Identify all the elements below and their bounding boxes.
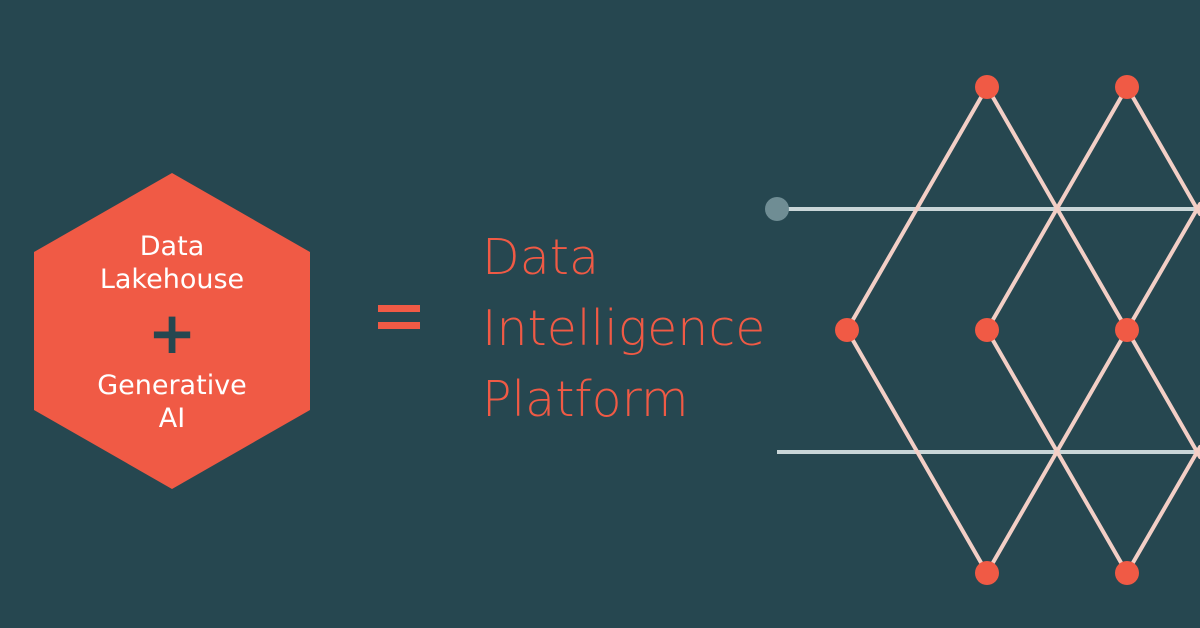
lattice-edge bbox=[1125, 85, 1200, 216]
result-line-intelligence: Intelligence bbox=[482, 300, 766, 357]
lattice-node bbox=[1115, 561, 1139, 585]
equals-top-bar bbox=[378, 305, 420, 312]
concept-hexagon: Data Lakehouse + Generative AI bbox=[34, 173, 310, 489]
result-line-data: Data bbox=[482, 229, 599, 286]
lattice-node bbox=[975, 75, 999, 99]
lattice-node bbox=[1115, 75, 1139, 99]
hexagon-shape bbox=[34, 173, 310, 489]
lattice-edge bbox=[1125, 445, 1200, 575]
data-label: Data bbox=[139, 231, 205, 262]
lattice-node bbox=[975, 318, 999, 342]
axis-start-node bbox=[765, 197, 789, 221]
result-title: Data Intelligence Platform bbox=[482, 222, 765, 435]
lattice-edge bbox=[1125, 328, 1200, 459]
lattice-edge bbox=[985, 328, 1129, 575]
lattice-node bbox=[975, 561, 999, 585]
lattice-nodes bbox=[835, 75, 1139, 585]
lattice-edge bbox=[985, 85, 1129, 332]
lattice-edge bbox=[845, 85, 989, 332]
hexagon-bottom-label: Generative AI bbox=[34, 369, 310, 435]
lattice-edge bbox=[1125, 202, 1200, 332]
hexagon-top-label: Data Lakehouse bbox=[34, 230, 310, 296]
axis-lines bbox=[777, 207, 1200, 454]
equals-sign bbox=[378, 295, 422, 335]
lattice-node bbox=[1115, 318, 1139, 342]
result-line-platform: Platform bbox=[482, 371, 689, 428]
lattice-edge bbox=[845, 328, 989, 575]
equals-bottom-bar bbox=[378, 322, 420, 329]
lattice-edges bbox=[845, 85, 1200, 575]
ai-label: AI bbox=[158, 403, 186, 434]
generative-label: Generative bbox=[97, 370, 247, 401]
plus-sign: + bbox=[147, 299, 197, 367]
lakehouse-label: Lakehouse bbox=[99, 264, 245, 295]
lattice-node bbox=[835, 318, 859, 342]
